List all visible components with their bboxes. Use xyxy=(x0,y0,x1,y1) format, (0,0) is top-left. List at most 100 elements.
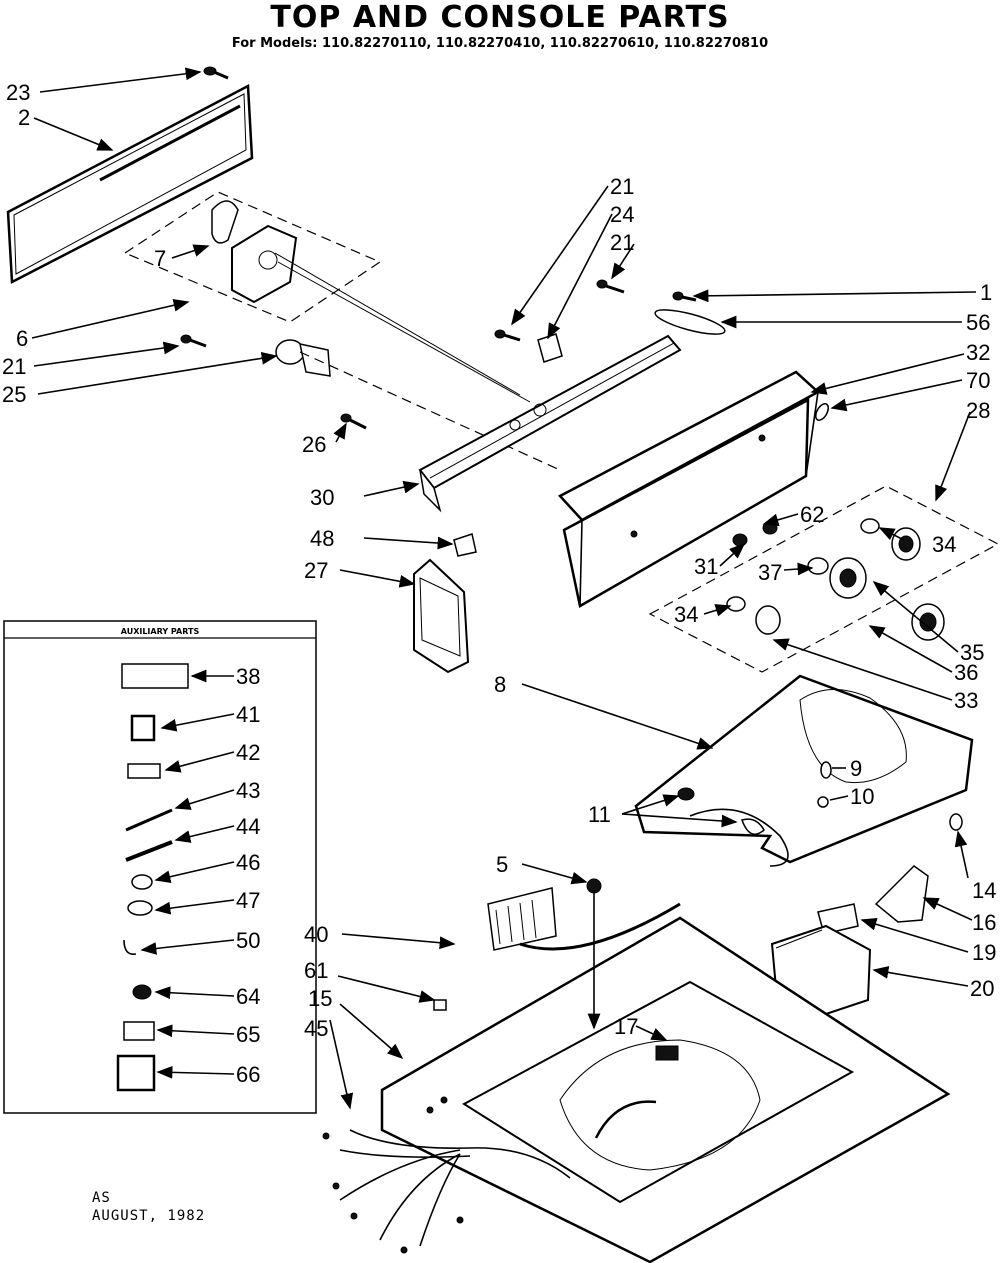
screw-1 xyxy=(672,291,697,302)
aux-part-50 xyxy=(123,939,137,956)
callout-numbers: 23 2 7 6 21 25 26 30 48 27 21 24 21 1 56… xyxy=(2,80,996,1087)
aux-part-38 xyxy=(121,663,189,689)
callout-65: 65 xyxy=(236,1022,260,1047)
screw-21-center xyxy=(494,279,625,342)
bulb-70 xyxy=(815,403,829,421)
knob-37 xyxy=(807,557,867,599)
timer-clip xyxy=(211,200,239,244)
leader-lines xyxy=(31,67,977,1110)
aux-part-47 xyxy=(127,900,153,916)
screw-21-left xyxy=(180,334,207,348)
models-subtitle: For Models: 110.82270110, 110.82270410, … xyxy=(231,36,769,51)
callout-50: 50 xyxy=(236,928,260,953)
callout-23: 23 xyxy=(6,80,30,105)
callout-35: 35 xyxy=(960,640,984,665)
wire-harness-45 xyxy=(322,1129,571,1254)
knob-group-box xyxy=(648,485,1000,673)
callout-21-mid: 21 xyxy=(610,230,634,255)
callout-44: 44 xyxy=(236,814,260,839)
aux-part-42 xyxy=(127,763,161,779)
callout-46: 46 xyxy=(236,850,260,875)
callout-11: 11 xyxy=(588,802,611,827)
footer-date: AUGUST, 1982 xyxy=(92,1208,206,1224)
callout-62: 62 xyxy=(800,502,824,527)
callout-30: 30 xyxy=(310,485,334,510)
callout-14: 14 xyxy=(972,878,996,903)
callout-7: 7 xyxy=(154,246,166,271)
callout-27: 27 xyxy=(304,558,328,583)
aux-part-46 xyxy=(131,874,153,890)
callout-56: 56 xyxy=(966,310,990,335)
knob-31 xyxy=(732,521,778,547)
knob-35 xyxy=(911,603,945,641)
callout-43: 43 xyxy=(236,778,260,803)
foot-14 xyxy=(949,813,963,831)
callout-38: 38 xyxy=(236,664,260,689)
callout-28: 28 xyxy=(966,398,990,423)
knob-34-lower xyxy=(726,596,781,635)
callout-64: 64 xyxy=(236,984,260,1009)
callout-33: 33 xyxy=(954,688,978,713)
plug-61 xyxy=(433,999,447,1011)
callout-21-top: 21 xyxy=(610,174,634,199)
auxiliary-title: AUXILIARY PARTS xyxy=(121,627,200,636)
footer-code: AS xyxy=(92,1190,111,1206)
auxiliary-parts-box: AUXILIARY PARTS xyxy=(3,620,317,1114)
callout-61: 61 xyxy=(304,958,328,983)
clip-48 xyxy=(453,533,477,557)
callout-5: 5 xyxy=(496,852,508,877)
callout-48: 48 xyxy=(310,526,334,551)
callout-2: 2 xyxy=(18,105,30,130)
top-cover-8 xyxy=(634,674,974,867)
callout-16: 16 xyxy=(972,910,996,935)
callout-41: 41 xyxy=(236,702,260,727)
aux-part-43 xyxy=(125,808,173,832)
console-back-panel xyxy=(6,83,254,284)
callout-6: 6 xyxy=(16,326,28,351)
aux-part-64 xyxy=(132,984,152,1000)
callout-24: 24 xyxy=(610,202,634,227)
callout-1: 1 xyxy=(980,280,992,305)
control-panel xyxy=(557,370,821,608)
callout-25: 25 xyxy=(2,382,26,407)
terminal-block-40 xyxy=(487,887,681,951)
callout-70: 70 xyxy=(966,368,990,393)
callout-15: 15 xyxy=(308,986,332,1011)
callout-37: 37 xyxy=(758,560,782,585)
callout-19: 19 xyxy=(972,940,996,965)
callout-47: 47 xyxy=(236,888,260,913)
callout-10: 10 xyxy=(850,784,874,809)
aux-part-66 xyxy=(116,1054,156,1092)
callout-45: 45 xyxy=(304,1016,328,1041)
aux-part-44 xyxy=(125,840,173,862)
timer-assembly xyxy=(231,224,531,403)
bracket-24 xyxy=(537,333,563,363)
callout-9: 9 xyxy=(850,756,862,781)
callout-66: 66 xyxy=(236,1062,260,1087)
bracket-16 xyxy=(874,865,929,923)
page-title: TOP AND CONSOLE PARTS xyxy=(270,0,730,35)
callout-36: 36 xyxy=(954,660,978,685)
callout-31: 31 xyxy=(694,554,718,579)
cover-27 xyxy=(413,558,470,674)
cabinet-top-15 xyxy=(380,916,951,1263)
callout-42: 42 xyxy=(236,740,260,765)
callout-26: 26 xyxy=(302,432,326,457)
console-bracket xyxy=(418,334,682,513)
callout-17: 17 xyxy=(614,1014,638,1039)
callout-21-left: 21 xyxy=(2,354,26,379)
aux-part-41 xyxy=(130,714,156,742)
screw-23 xyxy=(203,66,229,80)
callout-20: 20 xyxy=(970,976,994,1001)
callout-34-lower: 34 xyxy=(674,602,698,627)
screw-26 xyxy=(340,413,367,430)
callout-32: 32 xyxy=(966,340,990,365)
aux-part-65 xyxy=(123,1021,155,1041)
lamp-56 xyxy=(654,309,726,335)
knob-34-upper xyxy=(860,518,921,561)
callout-34-upper: 34 xyxy=(932,532,956,557)
callout-40: 40 xyxy=(304,922,328,947)
timer-group-box xyxy=(123,191,382,323)
callout-8: 8 xyxy=(494,672,506,697)
